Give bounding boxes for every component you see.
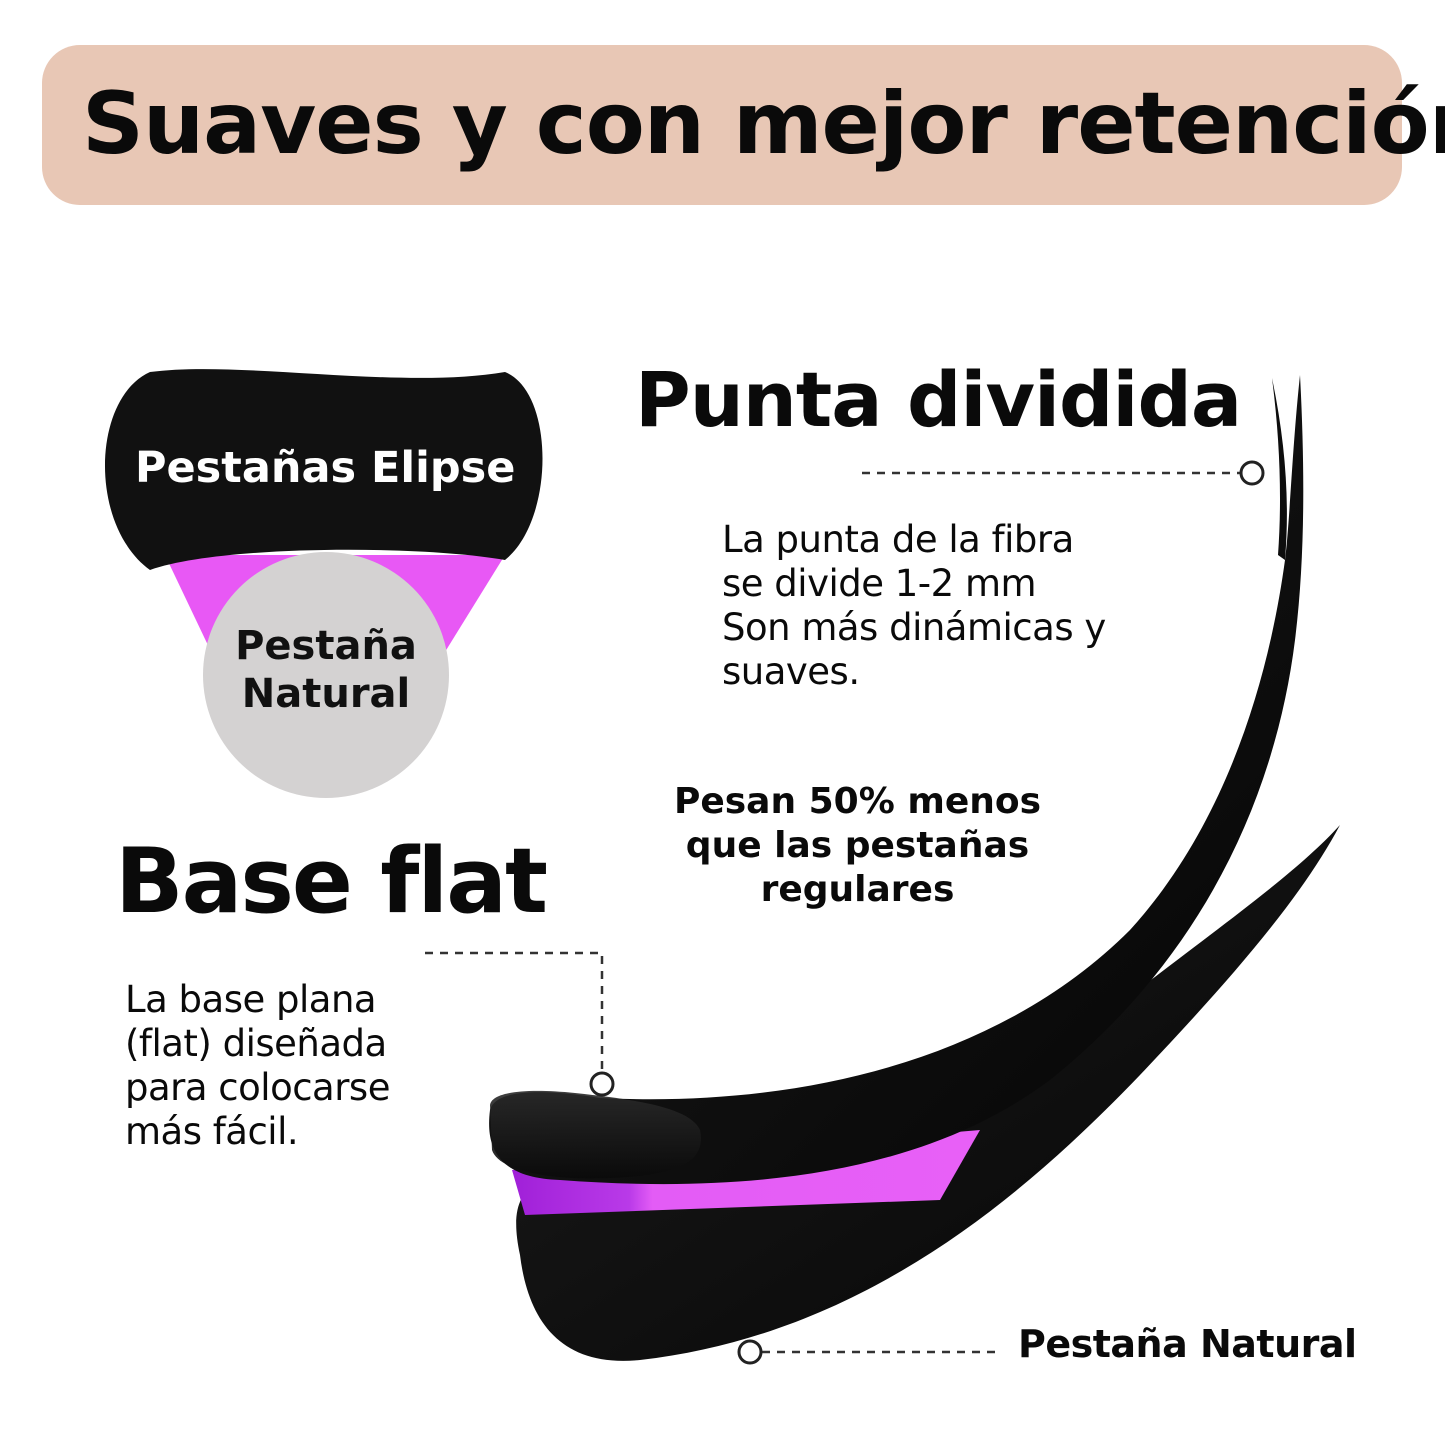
weight-note-line: regulares [760,869,955,910]
base-description-line: (flat) diseñada [125,1022,387,1065]
weight-note-line: Pesan 50% menos [673,781,1042,822]
title-banner: Suaves y con mejor retención [42,45,1445,205]
natural-lash-circle [203,552,449,798]
tip-heading: Punta dividida [635,355,1242,444]
cross-section-diagram [104,369,543,798]
base-callout [425,951,615,1097]
elipse-lash-body [489,375,1304,1185]
natural-lash [516,825,1340,1361]
tip-callout [862,460,1265,486]
natural-circle-label-line: Natural [241,671,411,717]
split-tip-strand [1272,378,1287,560]
weight-note-line: que las pestañas [685,825,1030,866]
tip-description: La punta de la fibra se divide 1-2 mm So… [722,518,1106,694]
base-heading: Base flat [115,829,548,934]
flat-base-cap [490,1090,701,1179]
tip-description-line: suaves. [722,650,860,693]
base-description-line: más fácil. [125,1110,299,1153]
tip-description-line: La punta de la fibra [722,518,1074,561]
elipse-lash-shape [104,369,543,570]
page-title: Suaves y con mejor retención [82,74,1445,174]
natural-circle-label: Pestaña Natural [226,622,426,718]
elipse-label: Pestañas Elipse [135,443,516,493]
base-description-line: para colocarse [125,1066,390,1109]
natural-callout [737,1339,1000,1365]
tip-description-line: se divide 1-2 mm [722,562,1037,605]
base-description-line: La base plana [125,978,377,1021]
natural-lash-label: Pestaña Natural [1018,1322,1357,1366]
tip-description-line: Son más dinámicas y [722,606,1106,649]
base-description: La base plana (flat) diseñada para coloc… [125,978,390,1154]
weight-note: Pesan 50% menos que las pestañas regular… [660,780,1055,912]
natural-circle-label-line: Pestaña [235,623,417,669]
